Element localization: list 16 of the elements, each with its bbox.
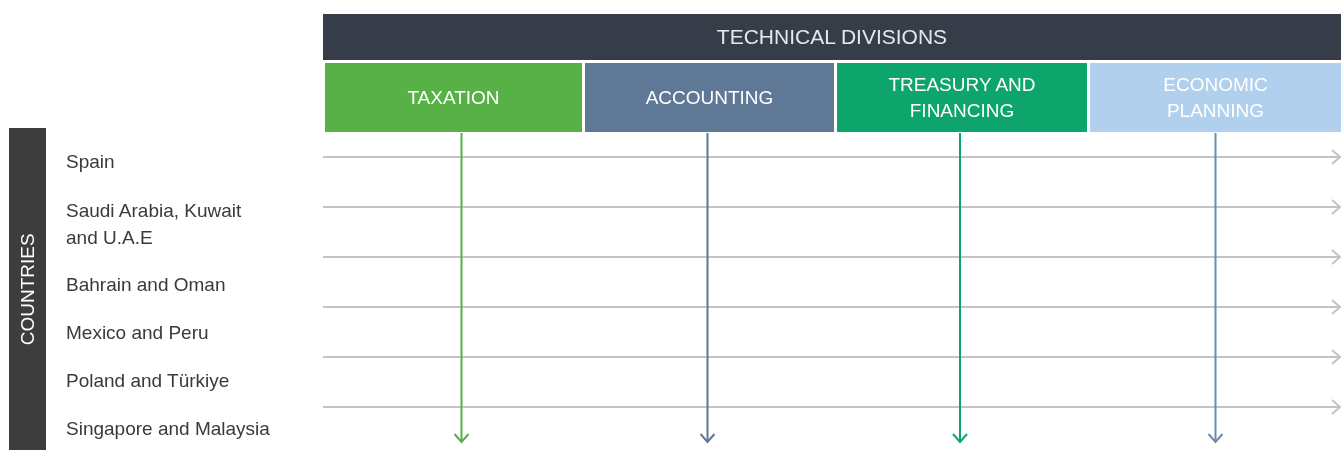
arrow: [952, 132, 968, 443]
country-label: Saudi Arabia, Kuwait and U.A.E: [66, 197, 278, 251]
division-box: TREASURY AND FINANCING: [837, 63, 1087, 132]
country-label: Singapore and Malaysia: [66, 415, 306, 442]
division-box: ECONOMIC PLANNING: [1090, 63, 1341, 132]
arrow: [453, 132, 470, 443]
header-bar: TECHNICAL DIVISIONS: [323, 14, 1341, 60]
country-label: Bahrain and Oman: [66, 271, 306, 298]
country-label: Poland and Türkiye: [66, 367, 306, 394]
country-label: Spain: [66, 148, 278, 175]
arrow: [1207, 132, 1224, 443]
country-label: Mexico and Peru: [66, 319, 306, 346]
side-band: COUNTRIES: [9, 128, 46, 450]
division-box: TAXATION: [325, 63, 582, 132]
division-box: ACCOUNTING: [585, 63, 834, 132]
arrow: [699, 132, 716, 443]
